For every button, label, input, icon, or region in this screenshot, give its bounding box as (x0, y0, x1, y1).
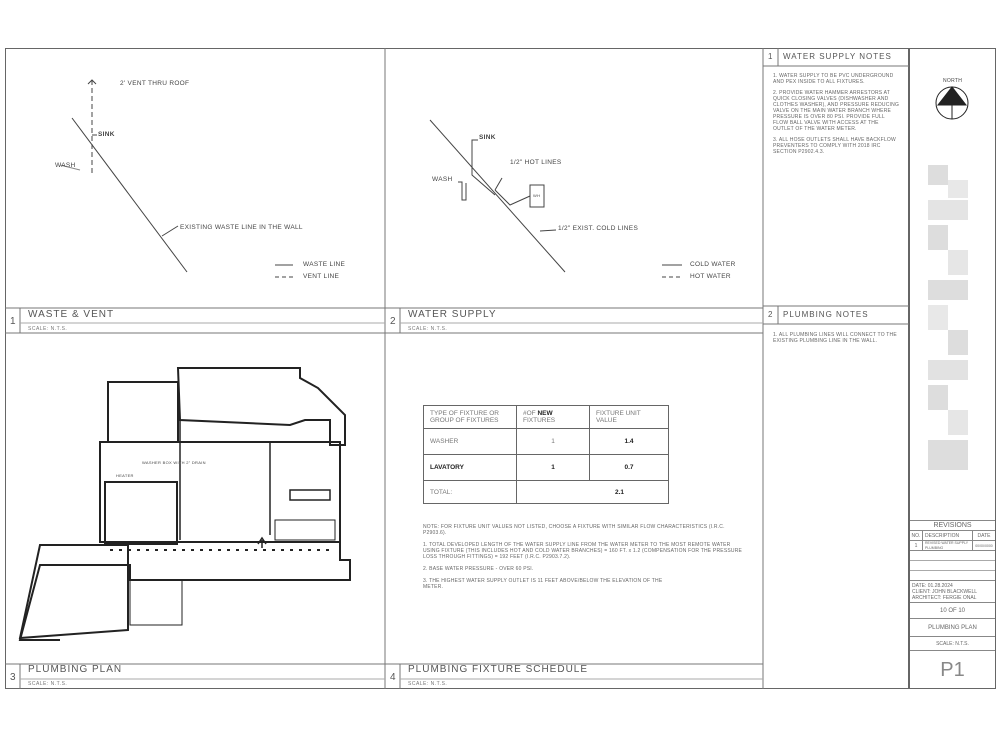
rev-header-no: NO. (910, 531, 923, 540)
project-info: DATE: 01.28.2024 CLIENT: JOHN BLACKWELL … (910, 580, 995, 602)
panel-scale: SCALE: N.T.S. (28, 326, 68, 332)
notes-number: 2 (768, 310, 773, 319)
waste-vent-diagram (59, 79, 293, 278)
hot-lines-label: 1/2" HOT LINES (510, 159, 562, 166)
fixture-schedule-table: TYPE OF FIXTURE OR GROUP OF FIXTURES #OF… (423, 405, 669, 504)
title-block-border (909, 48, 996, 689)
revisions-title: REVISIONS (910, 520, 995, 530)
rev-date: 00/00/0000 (975, 544, 993, 548)
north-label: NORTH (943, 78, 963, 84)
revisions-header: NO. DESCRIPTION DATE (910, 530, 995, 540)
cold-lines-label: 1/2" EXIST. COLD LINES (558, 225, 639, 232)
drawing-border (5, 48, 909, 689)
revision-empty-rows (910, 550, 995, 580)
pixelated-logo (928, 165, 968, 470)
plumbing-notes: 1. ALL PLUMBING LINES WILL CONNECT TO TH… (773, 332, 901, 344)
water-supply-notes-title: WATER SUPPLY NOTES (783, 52, 892, 61)
cell-count: 1 (516, 454, 590, 481)
table-total-row: TOTAL: 2.1 (423, 480, 669, 504)
vent-label: 2' VENT THRU ROOF (120, 80, 190, 87)
revision-row: 1 REVISED WATER SUPPLY PLUMBING 00/00/00… (910, 540, 995, 550)
water-supply-note: 1. WATER SUPPLY TO BE PVC UNDERGROUND AN… (773, 73, 894, 85)
header-count-new: NEW (537, 410, 553, 417)
washer-box-label: WASHER BOX WITH 2" DRAIN (142, 460, 206, 465)
cell-value: 0.7 (589, 454, 669, 481)
wash-label: WASH (432, 176, 453, 183)
table-row: WASHER 1 1.4 (423, 428, 669, 455)
panel-scale: SCALE: N.T.S. (28, 681, 68, 687)
plumbing-notes-title: PLUMBING NOTES (783, 310, 869, 319)
north-arrow-icon (935, 86, 969, 120)
plumbing-note: 1. ALL PLUMBING LINES WILL CONNECT TO TH… (773, 332, 897, 344)
header-count-of: #OF (523, 410, 536, 417)
panel-title: PLUMBING PLAN (28, 664, 123, 675)
water-heater-label: WH (533, 193, 541, 198)
schedule-note: 1. TOTAL DEVELOPED LENGTH OF THE WATER S… (423, 542, 743, 560)
legend-waste-line: WASTE LINE (303, 261, 346, 268)
cell-value: 1.4 (589, 428, 669, 455)
legend-cold-water: COLD WATER (690, 261, 736, 268)
legend-hot-water: HOT WATER (690, 273, 731, 280)
legend-vent-line: VENT LINE (303, 273, 340, 280)
rev-header-description: DESCRIPTION (923, 531, 973, 540)
panel-title: WASTE & VENT (28, 309, 115, 320)
sheet-scale: SCALE: N.T.S. (910, 636, 995, 650)
cell-type: LAVATORY (423, 454, 517, 481)
table-row: LAVATORY 1 0.7 (423, 454, 669, 481)
water-supply-diagram (429, 119, 682, 278)
header-count-fixtures: FIXTURES (523, 417, 556, 424)
sheet-title: PLUMBING PLAN (910, 618, 995, 636)
cell-count: 1 (516, 428, 590, 455)
floor-plan (18, 367, 351, 641)
sheet-count: 10 OF 10 (910, 602, 995, 618)
date-field: DATE: 01.28.2024 (912, 583, 953, 589)
notes-number: 1 (768, 52, 773, 61)
water-supply-note: 2. PROVIDE WATER HAMMER ARRESTORS AT QUI… (773, 90, 900, 132)
panel-title: PLUMBING FIXTURE SCHEDULE (408, 664, 589, 675)
panel-title: WATER SUPPLY (408, 309, 497, 320)
cell-type: WASHER (423, 428, 517, 455)
panel-scale: SCALE: N.T.S. (408, 326, 448, 332)
total-label: TOTAL: (423, 480, 517, 504)
panel-number: 3 (10, 672, 16, 683)
water-supply-notes: 1. WATER SUPPLY TO BE PVC UNDERGROUND AN… (773, 73, 901, 155)
header-type: TYPE OF FIXTURE OR GROUP OF FIXTURES (423, 405, 517, 429)
existing-waste-label: EXISTING WASTE LINE IN THE WALL (180, 224, 303, 231)
panel-number: 4 (390, 672, 396, 683)
wash-label: WASH (55, 162, 76, 169)
header-value: FIXTURE UNIT VALUE (589, 405, 669, 429)
client-field: CLIENT: JOHN BLACKWELL (912, 589, 978, 595)
schedule-notes: NOTE: FOR FIXTURE UNIT VALUES NOT LISTED… (423, 524, 743, 590)
table-header-row: TYPE OF FIXTURE OR GROUP OF FIXTURES #OF… (423, 405, 669, 429)
schedule-note: 2. BASE WATER PRESSURE - OVER 60 PSI. (423, 566, 534, 572)
architect-field: ARCHITECT: FERGIE ONAL (912, 595, 977, 601)
panel-number: 2 (390, 316, 396, 327)
sheet-number: P1 (910, 650, 995, 688)
heater-label: HEATER (116, 473, 134, 478)
schedule-note: 3. THE HIGHEST WATER SUPPLY OUTLET IS 11… (423, 578, 663, 590)
panel-number: 1 (10, 316, 16, 327)
sink-label: SINK (98, 131, 115, 138)
total-value: 2.1 (516, 480, 669, 504)
water-supply-note: 3. ALL HOSE OUTLETS SHALL HAVE BACKFLOW … (773, 137, 896, 155)
rev-header-date: DATE (977, 533, 991, 539)
panel-scale: SCALE: N.T.S. (408, 681, 448, 687)
rev-triangle-icon: 1 (910, 541, 923, 550)
sink-label: SINK (479, 134, 496, 141)
schedule-note: NOTE: FOR FIXTURE UNIT VALUES NOT LISTED… (423, 524, 725, 536)
rev-description: REVISED WATER SUPPLY PLUMBING (923, 541, 973, 550)
